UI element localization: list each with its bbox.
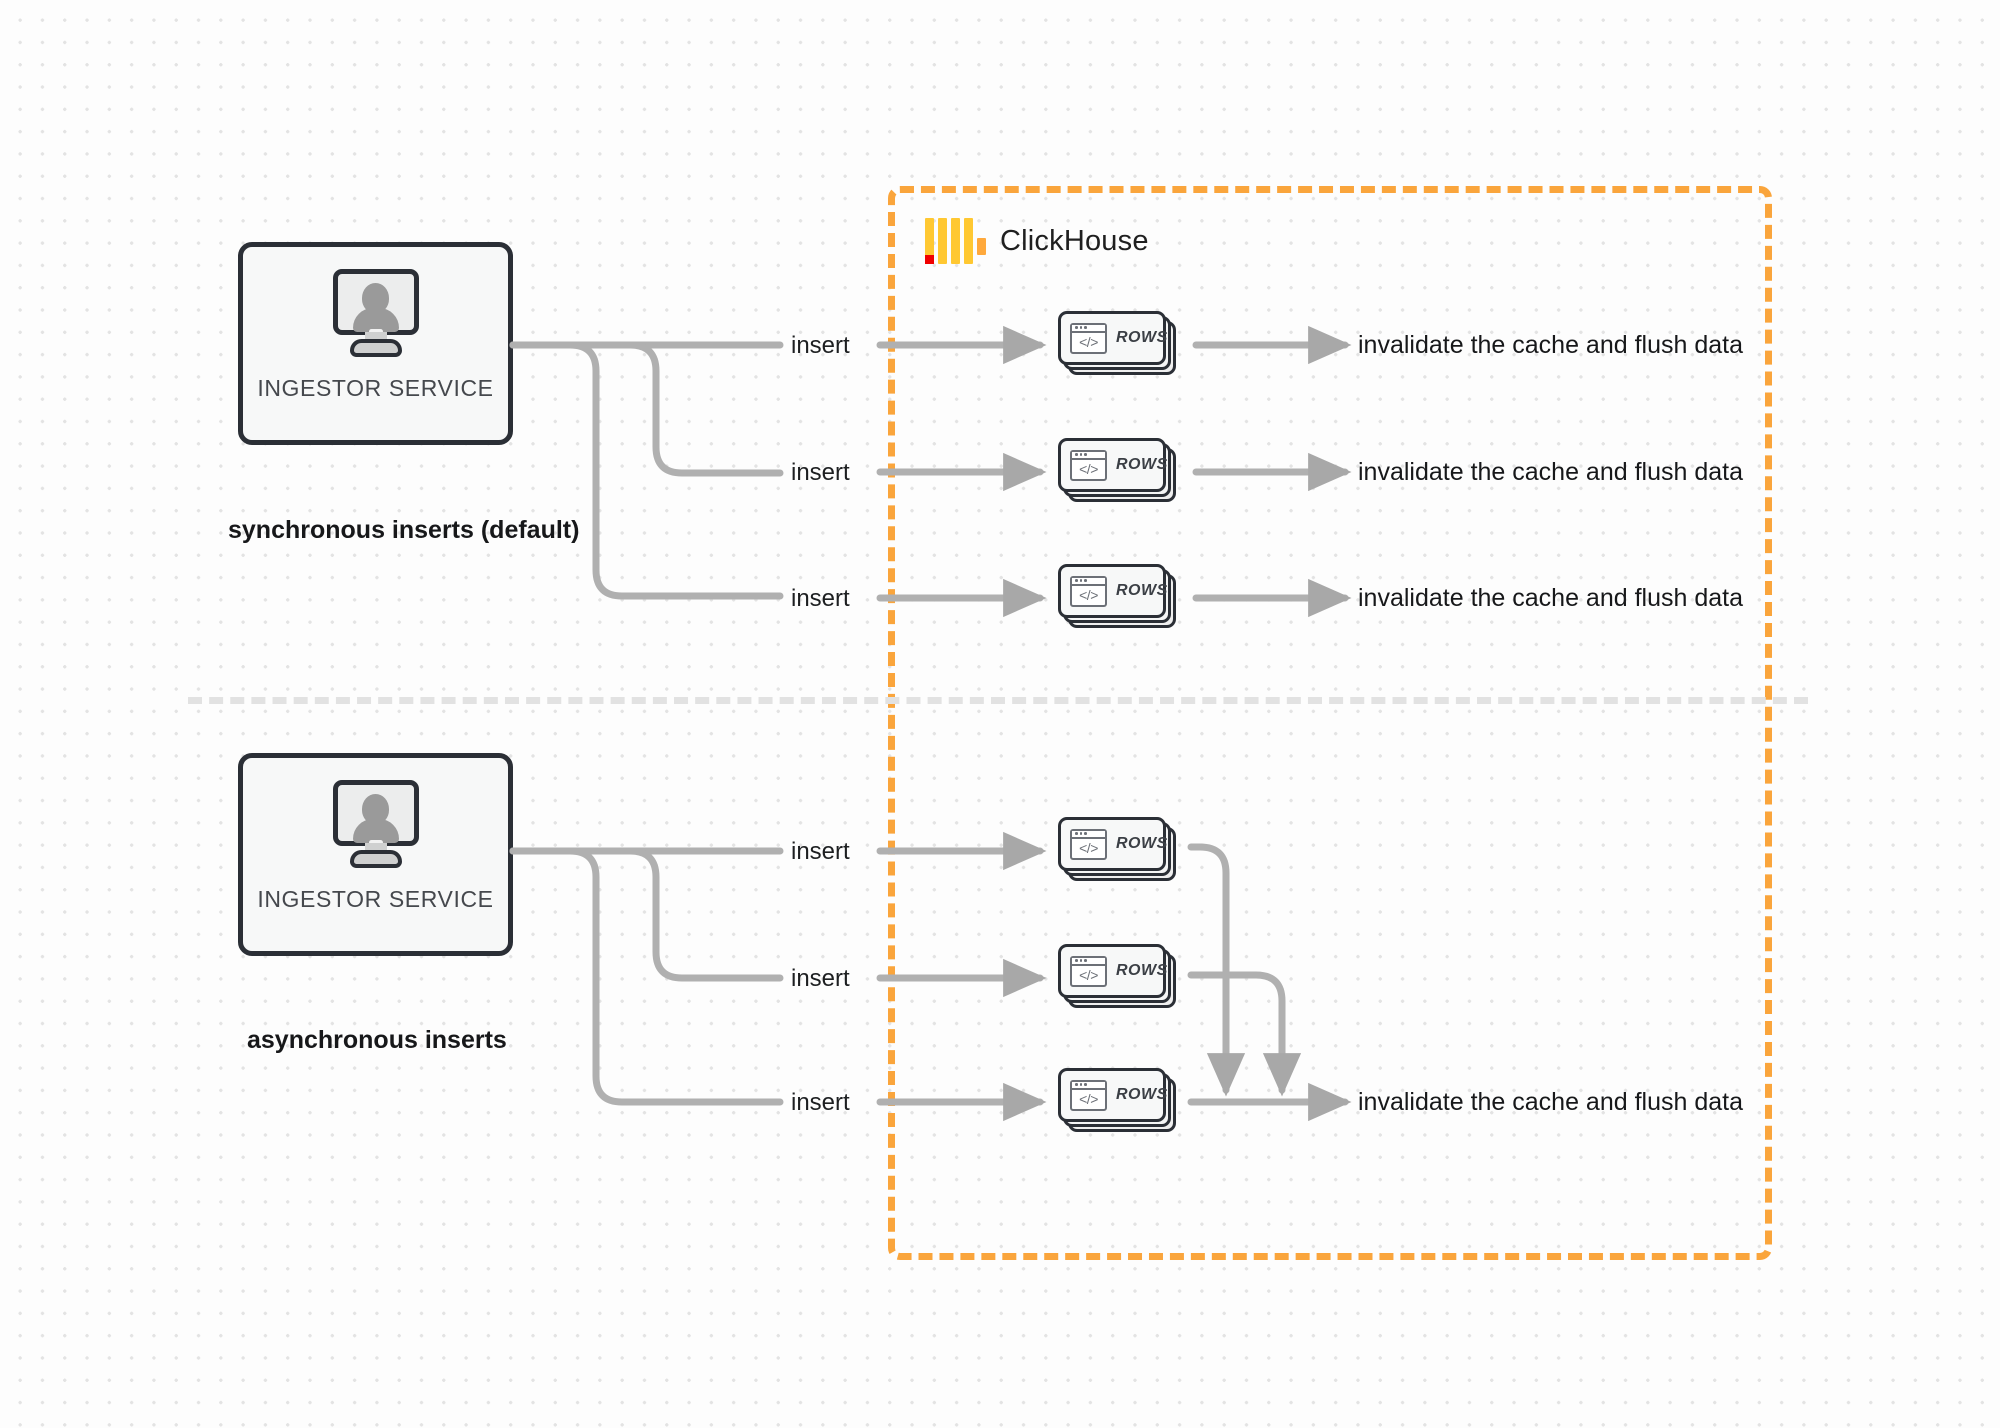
code-glyph: </> — [1079, 840, 1098, 856]
insert-label-async-1: insert — [791, 838, 850, 865]
rows-card-face: </> ROWS — [1058, 311, 1168, 365]
monitor-notch — [368, 329, 383, 334]
logo-bar-1 — [925, 218, 934, 264]
clickhouse-logo — [925, 218, 986, 264]
insert-label-sync-2: insert — [791, 459, 850, 486]
rows-card-async-2[interactable]: </> ROWS — [1058, 944, 1178, 1008]
ingestor-service-label-async: INGESTOR SERVICE — [257, 886, 494, 912]
section-caption-async: asynchronous inserts — [247, 1026, 507, 1054]
monitor-base — [349, 850, 402, 868]
clickhouse-brand: ClickHouse — [925, 218, 1149, 264]
code-glyph: </> — [1079, 334, 1098, 350]
insert-label-async-2: insert — [791, 965, 850, 992]
rows-card-face: </> ROWS — [1058, 944, 1168, 998]
section-divider — [188, 697, 1808, 704]
logo-bar-3 — [951, 218, 960, 264]
window-titlebar — [1072, 1081, 1105, 1090]
rows-card-async-3[interactable]: </> ROWS — [1058, 1068, 1178, 1132]
code-glyph: </> — [1079, 461, 1098, 477]
monitor-base — [349, 339, 402, 357]
code-window-icon: </> — [1070, 955, 1107, 987]
logo-bar-2 — [938, 218, 947, 264]
rows-card-async-1[interactable]: </> ROWS — [1058, 817, 1178, 881]
async-branch-3 — [509, 847, 784, 1106]
rows-card-label: ROWS — [1116, 456, 1168, 473]
code-glyph: </> — [1079, 1091, 1098, 1107]
rows-card-label: ROWS — [1116, 582, 1168, 599]
logo-bar-4 — [964, 218, 973, 264]
flush-label-sync-1: invalidate the cache and flush data — [1358, 331, 1743, 359]
insert-label-sync-3: insert — [791, 585, 850, 612]
rows-card-sync-2[interactable]: </> ROWS — [1058, 438, 1178, 502]
rows-card-sync-1[interactable]: </> ROWS — [1058, 311, 1178, 375]
clickhouse-title: ClickHouse — [1000, 224, 1149, 257]
monitor-user-icon — [328, 269, 424, 357]
code-window-icon: </> — [1070, 449, 1107, 481]
rows-card-label: ROWS — [1116, 962, 1168, 979]
window-titlebar — [1072, 577, 1105, 586]
window-titlebar — [1072, 957, 1105, 966]
flush-label-sync-2: invalidate the cache and flush data — [1358, 458, 1743, 486]
async-branch-2 — [509, 847, 784, 982]
window-titlebar — [1072, 324, 1105, 333]
insert-label-async-3: insert — [791, 1089, 850, 1116]
ingestor-service-sync[interactable]: INGESTOR SERVICE — [238, 242, 513, 445]
rows-card-face: </> ROWS — [1058, 1068, 1168, 1122]
rows-card-face: </> ROWS — [1058, 817, 1168, 871]
code-window-icon: </> — [1070, 575, 1107, 607]
rows-card-face: </> ROWS — [1058, 564, 1168, 618]
window-titlebar — [1072, 830, 1105, 839]
ingestor-service-label-sync: INGESTOR SERVICE — [257, 375, 494, 401]
logo-red-dot — [925, 255, 934, 264]
rows-card-label: ROWS — [1116, 1086, 1168, 1103]
flush-label-async-merged: invalidate the cache and flush data — [1358, 1088, 1743, 1116]
insert-label-sync-1: insert — [791, 332, 850, 359]
window-titlebar — [1072, 451, 1105, 460]
user-body — [352, 308, 399, 332]
clickhouse-boundary — [888, 186, 1772, 1260]
user-body — [352, 819, 399, 843]
logo-stub-bar — [977, 238, 986, 255]
rows-card-label: ROWS — [1116, 329, 1168, 346]
rows-card-face: </> ROWS — [1058, 438, 1168, 492]
code-window-icon: </> — [1070, 1079, 1107, 1111]
monitor-user-icon — [328, 780, 424, 868]
rows-card-label: ROWS — [1116, 835, 1168, 852]
code-window-icon: </> — [1070, 828, 1107, 860]
ingestor-service-async[interactable]: INGESTOR SERVICE — [238, 753, 513, 956]
code-window-icon: </> — [1070, 322, 1107, 354]
code-glyph: </> — [1079, 967, 1098, 983]
monitor-notch — [368, 840, 383, 845]
sync-branch-2 — [509, 341, 784, 477]
flush-label-sync-3: invalidate the cache and flush data — [1358, 584, 1743, 612]
code-glyph: </> — [1079, 587, 1098, 603]
sync-branch-3 — [509, 341, 784, 600]
section-caption-sync: synchronous inserts (default) — [228, 516, 580, 544]
rows-card-sync-3[interactable]: </> ROWS — [1058, 564, 1178, 628]
